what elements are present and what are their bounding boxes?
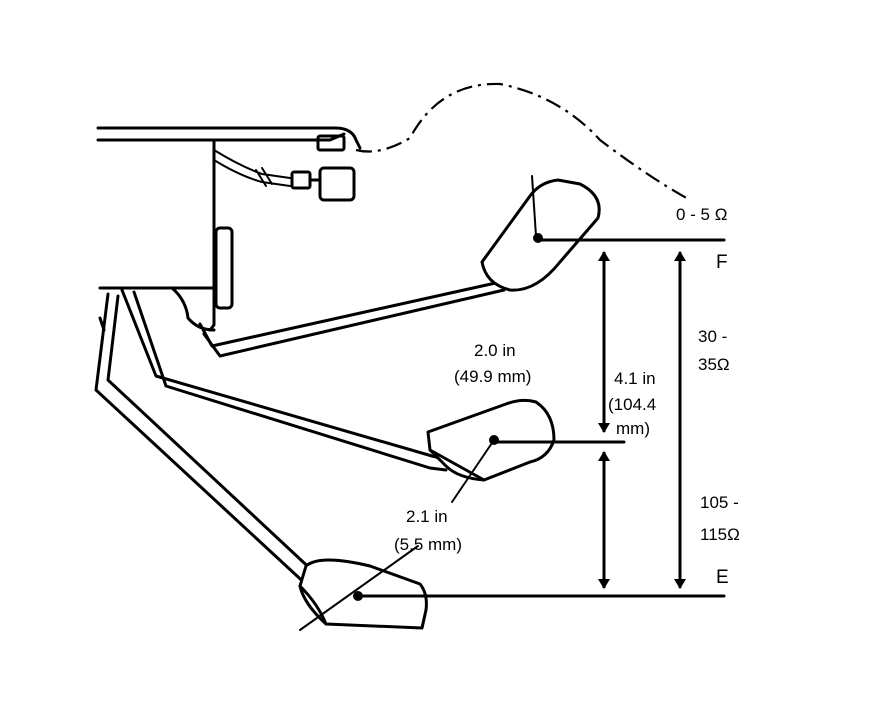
reference-lines: [356, 238, 726, 598]
float-arm-empty: [94, 292, 428, 630]
label-full-mark: F: [716, 252, 728, 273]
sender-mounting-flange: [96, 126, 362, 332]
label-resistance-mid-1: 30 -: [698, 327, 727, 346]
label-total-travel-2: (104.4: [608, 395, 656, 414]
label-total-travel-3: mm): [616, 419, 650, 438]
label-resistance-empty-1: 105 -: [700, 493, 739, 512]
float-arm-full: [198, 175, 601, 358]
sender-unit-body: [98, 226, 234, 332]
label-lower-gap-2: (5.5 mm): [394, 535, 462, 554]
label-upper-gap-1: 2.0 in: [474, 341, 516, 360]
label-resistance-mid-2: 35Ω: [698, 355, 730, 374]
label-resistance-empty-2: 115Ω: [700, 525, 740, 544]
leader-line-empty: [299, 545, 419, 631]
label-upper-gap-2: (49.9 mm): [454, 367, 531, 386]
label-resistance-full: 0 - 5 Ω: [676, 205, 727, 224]
label-empty-mark: E: [716, 567, 729, 588]
label-total-travel-1: 4.1 in: [614, 369, 656, 388]
label-lower-gap-1: 2.1 in: [406, 507, 448, 526]
wire-connector: [213, 149, 356, 202]
leader-line-mid: [451, 439, 495, 503]
tank-outline-dashed: [355, 82, 691, 201]
